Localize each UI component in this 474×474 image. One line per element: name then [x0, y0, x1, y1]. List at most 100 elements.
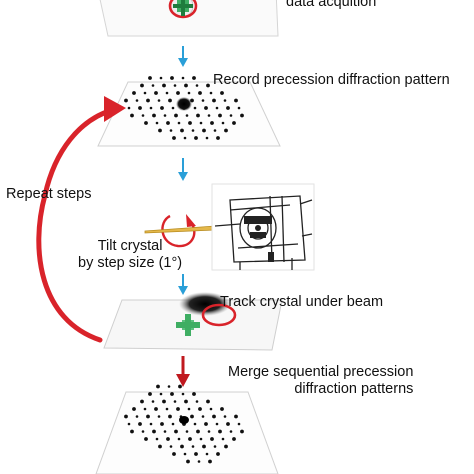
diffraction-spot — [151, 84, 155, 87]
step-label-tilt: Tilt crystal by step size (1°) — [78, 238, 182, 272]
diffraction-spot — [209, 91, 213, 95]
diffraction-spot — [218, 113, 222, 118]
diffraction-spot — [198, 407, 202, 411]
diffraction-spot — [199, 121, 203, 125]
diffraction-spot — [205, 136, 209, 140]
diffraction-spot — [169, 129, 173, 132]
diffraction-spot — [224, 444, 228, 449]
diffraction-spot — [206, 399, 210, 404]
diffraction-spot — [226, 106, 230, 110]
diffraction-spot — [158, 444, 162, 449]
step-label-top: data acquition — [286, 0, 377, 10]
diffraction-spot — [215, 422, 219, 426]
diffraction-spot — [183, 136, 187, 140]
diffraction-spot — [168, 98, 172, 103]
diffraction-spot — [127, 422, 131, 426]
diffraction-spot — [144, 437, 148, 441]
diffraction-spot — [184, 83, 188, 88]
merge-arrow-icon — [176, 356, 190, 387]
diffraction-spot — [140, 83, 144, 88]
diffraction-spot — [177, 437, 181, 441]
diffraction-spot — [178, 384, 182, 389]
diffraction-spot — [209, 407, 213, 411]
diffraction-spot — [213, 445, 217, 448]
merge-label-line2: diffraction patterns — [294, 381, 414, 397]
diffraction-spot — [130, 113, 134, 118]
step-label-track: Track crystal under beam — [220, 294, 384, 310]
diffraction-spot — [141, 430, 145, 433]
diffraction-spot — [210, 437, 214, 441]
diffraction-spot — [173, 400, 177, 403]
diffraction-spot — [135, 415, 139, 418]
down-arrow-icon — [178, 158, 188, 181]
diffraction-spot — [229, 114, 233, 117]
diffraction-spot — [138, 106, 142, 110]
diffraction-spot — [208, 459, 212, 464]
diffraction-spot — [201, 415, 205, 418]
diffraction-spot — [186, 459, 190, 464]
diffraction-spot — [197, 460, 201, 463]
diffraction-spot — [166, 121, 170, 125]
diffraction-spot — [193, 422, 197, 426]
diffraction-spot — [158, 128, 162, 133]
diffraction-spot — [169, 445, 173, 448]
diffraction-spot — [132, 91, 136, 95]
diffraction-spot — [146, 414, 150, 419]
diffraction-spot — [215, 106, 219, 110]
diffraction-spot — [196, 113, 200, 118]
diffraction-spot — [212, 414, 216, 419]
diffraction-spot — [124, 414, 128, 419]
diffraction-spot — [190, 414, 194, 419]
diffraction-spot — [152, 429, 156, 434]
diffraction-spot — [196, 429, 200, 434]
diffraction-spot — [166, 437, 170, 441]
diffraction-spot — [167, 385, 171, 388]
down-arrow-icon — [178, 46, 188, 67]
diffraction-spot — [204, 422, 208, 426]
diffraction-spot — [174, 429, 178, 434]
diffraction-spot — [185, 430, 189, 433]
diffraction-spot — [191, 129, 195, 132]
diffraction-spot — [221, 121, 225, 125]
repeat-arrow-icon — [36, 96, 126, 343]
diffraction-spot — [165, 91, 169, 95]
diffraction-spot — [221, 437, 225, 441]
diffraction-spot — [207, 114, 211, 117]
diffraction-spot — [205, 452, 209, 456]
diffraction-spot — [165, 407, 169, 411]
diffraction-spot — [193, 106, 197, 110]
diffraction-spot — [151, 400, 155, 403]
diffraction-spot — [237, 106, 241, 110]
diffraction-spot — [173, 84, 177, 87]
crystal-holder-icon — [144, 183, 315, 271]
diffraction-spot — [171, 422, 175, 426]
diffraction-spot — [144, 121, 148, 125]
diffraction-spot — [191, 445, 195, 448]
diffraction-spot — [162, 83, 166, 88]
diffraction-spot — [163, 430, 167, 433]
diffraction-spot — [177, 121, 181, 125]
diffraction-spot — [199, 437, 203, 441]
diffraction-spot — [124, 98, 128, 103]
step-label-record: Record precession diffraction pattern — [213, 72, 450, 88]
diffraction-spot — [207, 430, 211, 433]
diffraction-spot — [201, 99, 205, 102]
diffraction-spot — [198, 91, 202, 95]
diffraction-spot — [192, 76, 196, 80]
tilt-label-line1: Tilt crystal — [97, 238, 163, 254]
diffraction-spot — [159, 392, 163, 396]
tilt-label-line2: by step size (1°) — [78, 255, 183, 271]
diffraction-spot — [220, 407, 224, 411]
diffraction-spot — [168, 414, 172, 419]
diffraction-spot — [146, 98, 150, 103]
diffraction-spot — [140, 399, 144, 404]
diffraction-spot — [202, 444, 206, 449]
diffraction-spot — [237, 422, 241, 426]
diffraction-spot — [195, 400, 199, 403]
diffraction-spot — [141, 114, 145, 117]
diffraction-spot — [180, 444, 184, 449]
diffraction-spot — [162, 399, 166, 404]
rotation-arrow-icon — [161, 214, 196, 248]
diffraction-spot — [192, 392, 196, 396]
diffraction-spot — [148, 76, 152, 80]
